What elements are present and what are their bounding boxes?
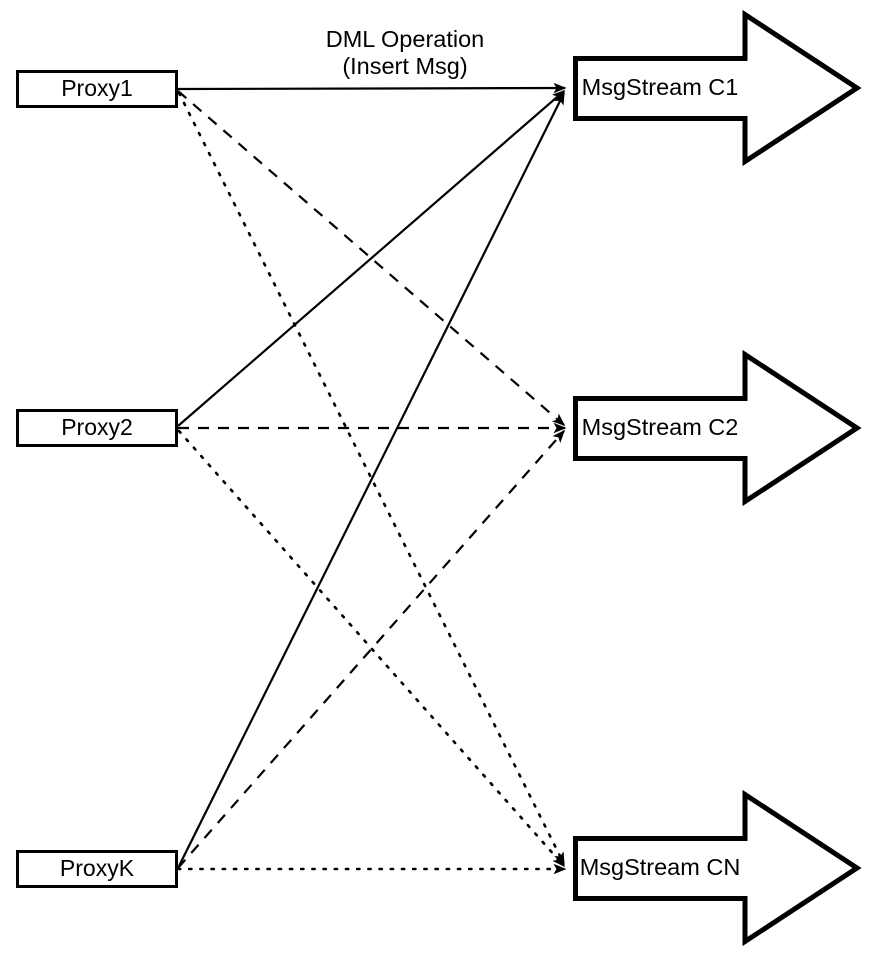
proxyk-box[interactable] bbox=[16, 850, 178, 888]
stream-node-cn[interactable]: MsgStream CN bbox=[573, 789, 862, 947]
stream-node-group: MsgStream C1 MsgStream C2 MsgStream CN bbox=[573, 9, 862, 947]
proxy-node-proxyk[interactable]: ProxyK bbox=[16, 850, 178, 888]
proxy1-label: Proxy1 bbox=[61, 75, 133, 101]
proxy2-box[interactable] bbox=[16, 409, 178, 447]
edge-proxy2-to-stream-cn[interactable] bbox=[177, 429, 566, 868]
edge-proxy1-to-stream-c2[interactable] bbox=[177, 90, 566, 426]
stream-node-c2[interactable]: MsgStream C2 bbox=[573, 349, 862, 507]
proxy1-box[interactable] bbox=[16, 70, 178, 108]
dml-operation-line2: (Insert Msg) bbox=[342, 53, 467, 79]
stream-c1-label: MsgStream C1 bbox=[582, 74, 739, 100]
proxy-node-group: Proxy1 Proxy2 ProxyK bbox=[16, 70, 178, 888]
stream-cn-label: MsgStream CN bbox=[580, 854, 741, 880]
stream-cn-arrow-shape[interactable] bbox=[573, 789, 862, 947]
edge-proxy1-to-stream-c1[interactable] bbox=[177, 82, 567, 94]
edge-proxy1-to-stream-cn[interactable] bbox=[177, 91, 566, 866]
edge-group bbox=[176, 82, 567, 875]
dml-operation-line1: DML Operation bbox=[326, 26, 484, 52]
stream-c1-arrow-shape[interactable] bbox=[573, 9, 862, 167]
stream-c2-label: MsgStream C2 bbox=[582, 414, 739, 440]
dml-operation-annotation: DML Operation (Insert Msg) bbox=[326, 26, 484, 79]
edge-proxyk-to-stream-c1[interactable] bbox=[178, 91, 565, 867]
edge-proxy2-to-stream-c1[interactable] bbox=[177, 90, 566, 427]
proxy2-label: Proxy2 bbox=[61, 414, 133, 440]
stream-node-c1[interactable]: MsgStream C1 bbox=[573, 9, 862, 167]
proxy-node-proxy1[interactable]: Proxy1 bbox=[16, 70, 178, 108]
stream-c2-arrow-shape[interactable] bbox=[573, 349, 862, 507]
edge-proxyk-to-stream-c2[interactable] bbox=[177, 429, 565, 869]
proxy-node-proxy2[interactable]: Proxy2 bbox=[16, 409, 178, 447]
proxyk-label: ProxyK bbox=[60, 855, 135, 881]
